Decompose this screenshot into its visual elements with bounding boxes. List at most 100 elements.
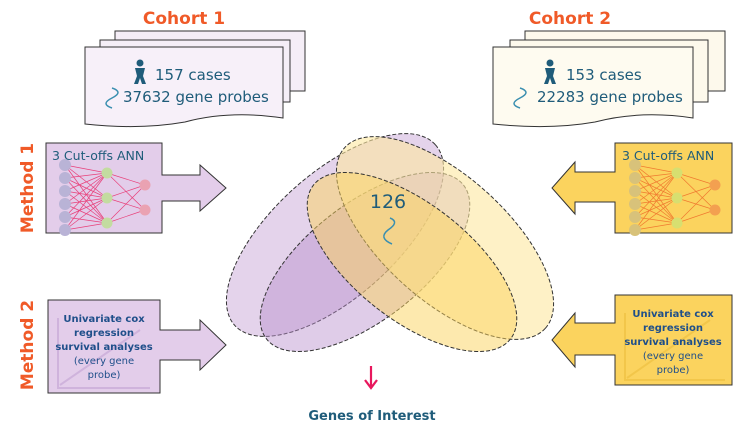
method1-left-box-title: 3 Cut-offs ANN bbox=[52, 148, 144, 163]
method1-right-box-title: 3 Cut-offs ANN bbox=[622, 148, 714, 163]
method2-line: probe) bbox=[657, 365, 690, 376]
network-link bbox=[634, 177, 678, 199]
network-link bbox=[676, 172, 716, 186]
network-node bbox=[59, 198, 71, 210]
network-link bbox=[106, 172, 146, 186]
network-node bbox=[709, 204, 721, 216]
method2-line: survival analyses bbox=[624, 337, 721, 348]
dna-icon bbox=[383, 217, 396, 245]
method2-line: (every gene bbox=[643, 351, 703, 362]
network-link bbox=[64, 216, 108, 224]
genes-of-interest-label: Genes of Interest bbox=[308, 409, 435, 424]
network-link bbox=[676, 209, 716, 224]
network-node bbox=[671, 192, 683, 204]
network-node bbox=[59, 159, 71, 171]
network-link bbox=[64, 164, 108, 199]
dna-icon bbox=[105, 87, 119, 109]
cohort1-document-stack bbox=[84, 30, 306, 128]
network-node bbox=[629, 198, 641, 210]
network-node bbox=[101, 217, 113, 229]
network-node bbox=[709, 179, 721, 191]
cohort2-cases: 153 cases bbox=[566, 66, 642, 84]
network-node bbox=[629, 224, 641, 236]
network-node bbox=[629, 172, 641, 184]
network-node bbox=[101, 192, 113, 204]
network-node bbox=[101, 167, 113, 179]
method2-left-text: Univariate cox regression survival analy… bbox=[55, 314, 152, 381]
network-link bbox=[634, 177, 678, 224]
cohort2-document-stack bbox=[492, 30, 726, 128]
method1-label: Method 1 bbox=[18, 143, 38, 233]
network-link bbox=[64, 197, 108, 218]
person-icon bbox=[134, 59, 146, 84]
cohort2-probes: 22283 gene probes bbox=[537, 88, 683, 106]
network-node bbox=[629, 185, 641, 197]
network-link bbox=[64, 172, 108, 192]
network-link bbox=[64, 164, 108, 224]
network-node bbox=[671, 167, 683, 179]
network-node bbox=[139, 204, 151, 216]
network-node bbox=[59, 211, 71, 223]
network-link bbox=[634, 197, 678, 231]
network-node bbox=[59, 185, 71, 197]
network-link bbox=[64, 172, 108, 205]
method2-line: survival analyses bbox=[55, 342, 152, 353]
network-link bbox=[634, 172, 678, 205]
network-link bbox=[64, 190, 108, 224]
network-node bbox=[629, 159, 641, 171]
network-link bbox=[634, 172, 678, 179]
cohort2-title: Cohort 2 bbox=[529, 9, 611, 29]
network-node bbox=[139, 179, 151, 191]
venn-intersection-count: 126 bbox=[370, 191, 406, 213]
down-arrow-icon bbox=[364, 366, 378, 390]
network-link bbox=[634, 172, 678, 192]
network-link bbox=[106, 184, 146, 199]
method2-label: Method 2 bbox=[18, 300, 38, 390]
venn-cohort2-method2 bbox=[306, 171, 518, 353]
cohort1-probes: 37632 gene probes bbox=[123, 88, 269, 106]
method2-line: regression bbox=[643, 323, 703, 334]
network-link bbox=[64, 172, 108, 231]
network-link bbox=[676, 184, 716, 224]
network-link bbox=[634, 172, 678, 231]
network-link bbox=[106, 184, 146, 224]
survival-curve-icon bbox=[624, 313, 725, 381]
network-link bbox=[64, 203, 108, 224]
network-link bbox=[634, 203, 678, 224]
network-link bbox=[64, 164, 108, 174]
network-link bbox=[64, 222, 108, 231]
cohort1-cases: 157 cases bbox=[155, 66, 231, 84]
survival-curve-icon bbox=[57, 318, 150, 389]
network-link bbox=[634, 190, 678, 224]
method2-line: probe) bbox=[88, 370, 121, 381]
method2-right-text: Univariate cox regression survival analy… bbox=[624, 309, 721, 376]
network-node bbox=[671, 217, 683, 229]
network-link bbox=[64, 172, 108, 218]
network-link bbox=[634, 216, 678, 224]
network-link bbox=[634, 222, 678, 231]
method2-line: (every gene bbox=[74, 356, 134, 367]
neural-network-icon bbox=[59, 159, 151, 236]
dna-icon bbox=[513, 87, 527, 109]
network-link bbox=[64, 177, 108, 224]
network-link bbox=[634, 172, 678, 218]
method2-right-arrow bbox=[551, 294, 733, 386]
method2-line: Univariate cox bbox=[63, 314, 145, 325]
network-link bbox=[64, 177, 108, 199]
network-link bbox=[676, 184, 716, 199]
venn-diagram bbox=[225, 133, 555, 353]
network-node bbox=[629, 211, 641, 223]
neural-network-icon bbox=[629, 159, 721, 236]
network-link bbox=[106, 209, 146, 224]
network-link bbox=[634, 164, 678, 224]
network-link bbox=[64, 172, 108, 179]
network-link bbox=[634, 164, 678, 174]
network-node bbox=[59, 172, 71, 184]
person-icon bbox=[544, 59, 556, 84]
network-link bbox=[634, 197, 678, 218]
cohort1-title: Cohort 1 bbox=[143, 9, 225, 29]
method2-line: Univariate cox bbox=[632, 309, 714, 320]
method2-line: regression bbox=[74, 328, 134, 339]
